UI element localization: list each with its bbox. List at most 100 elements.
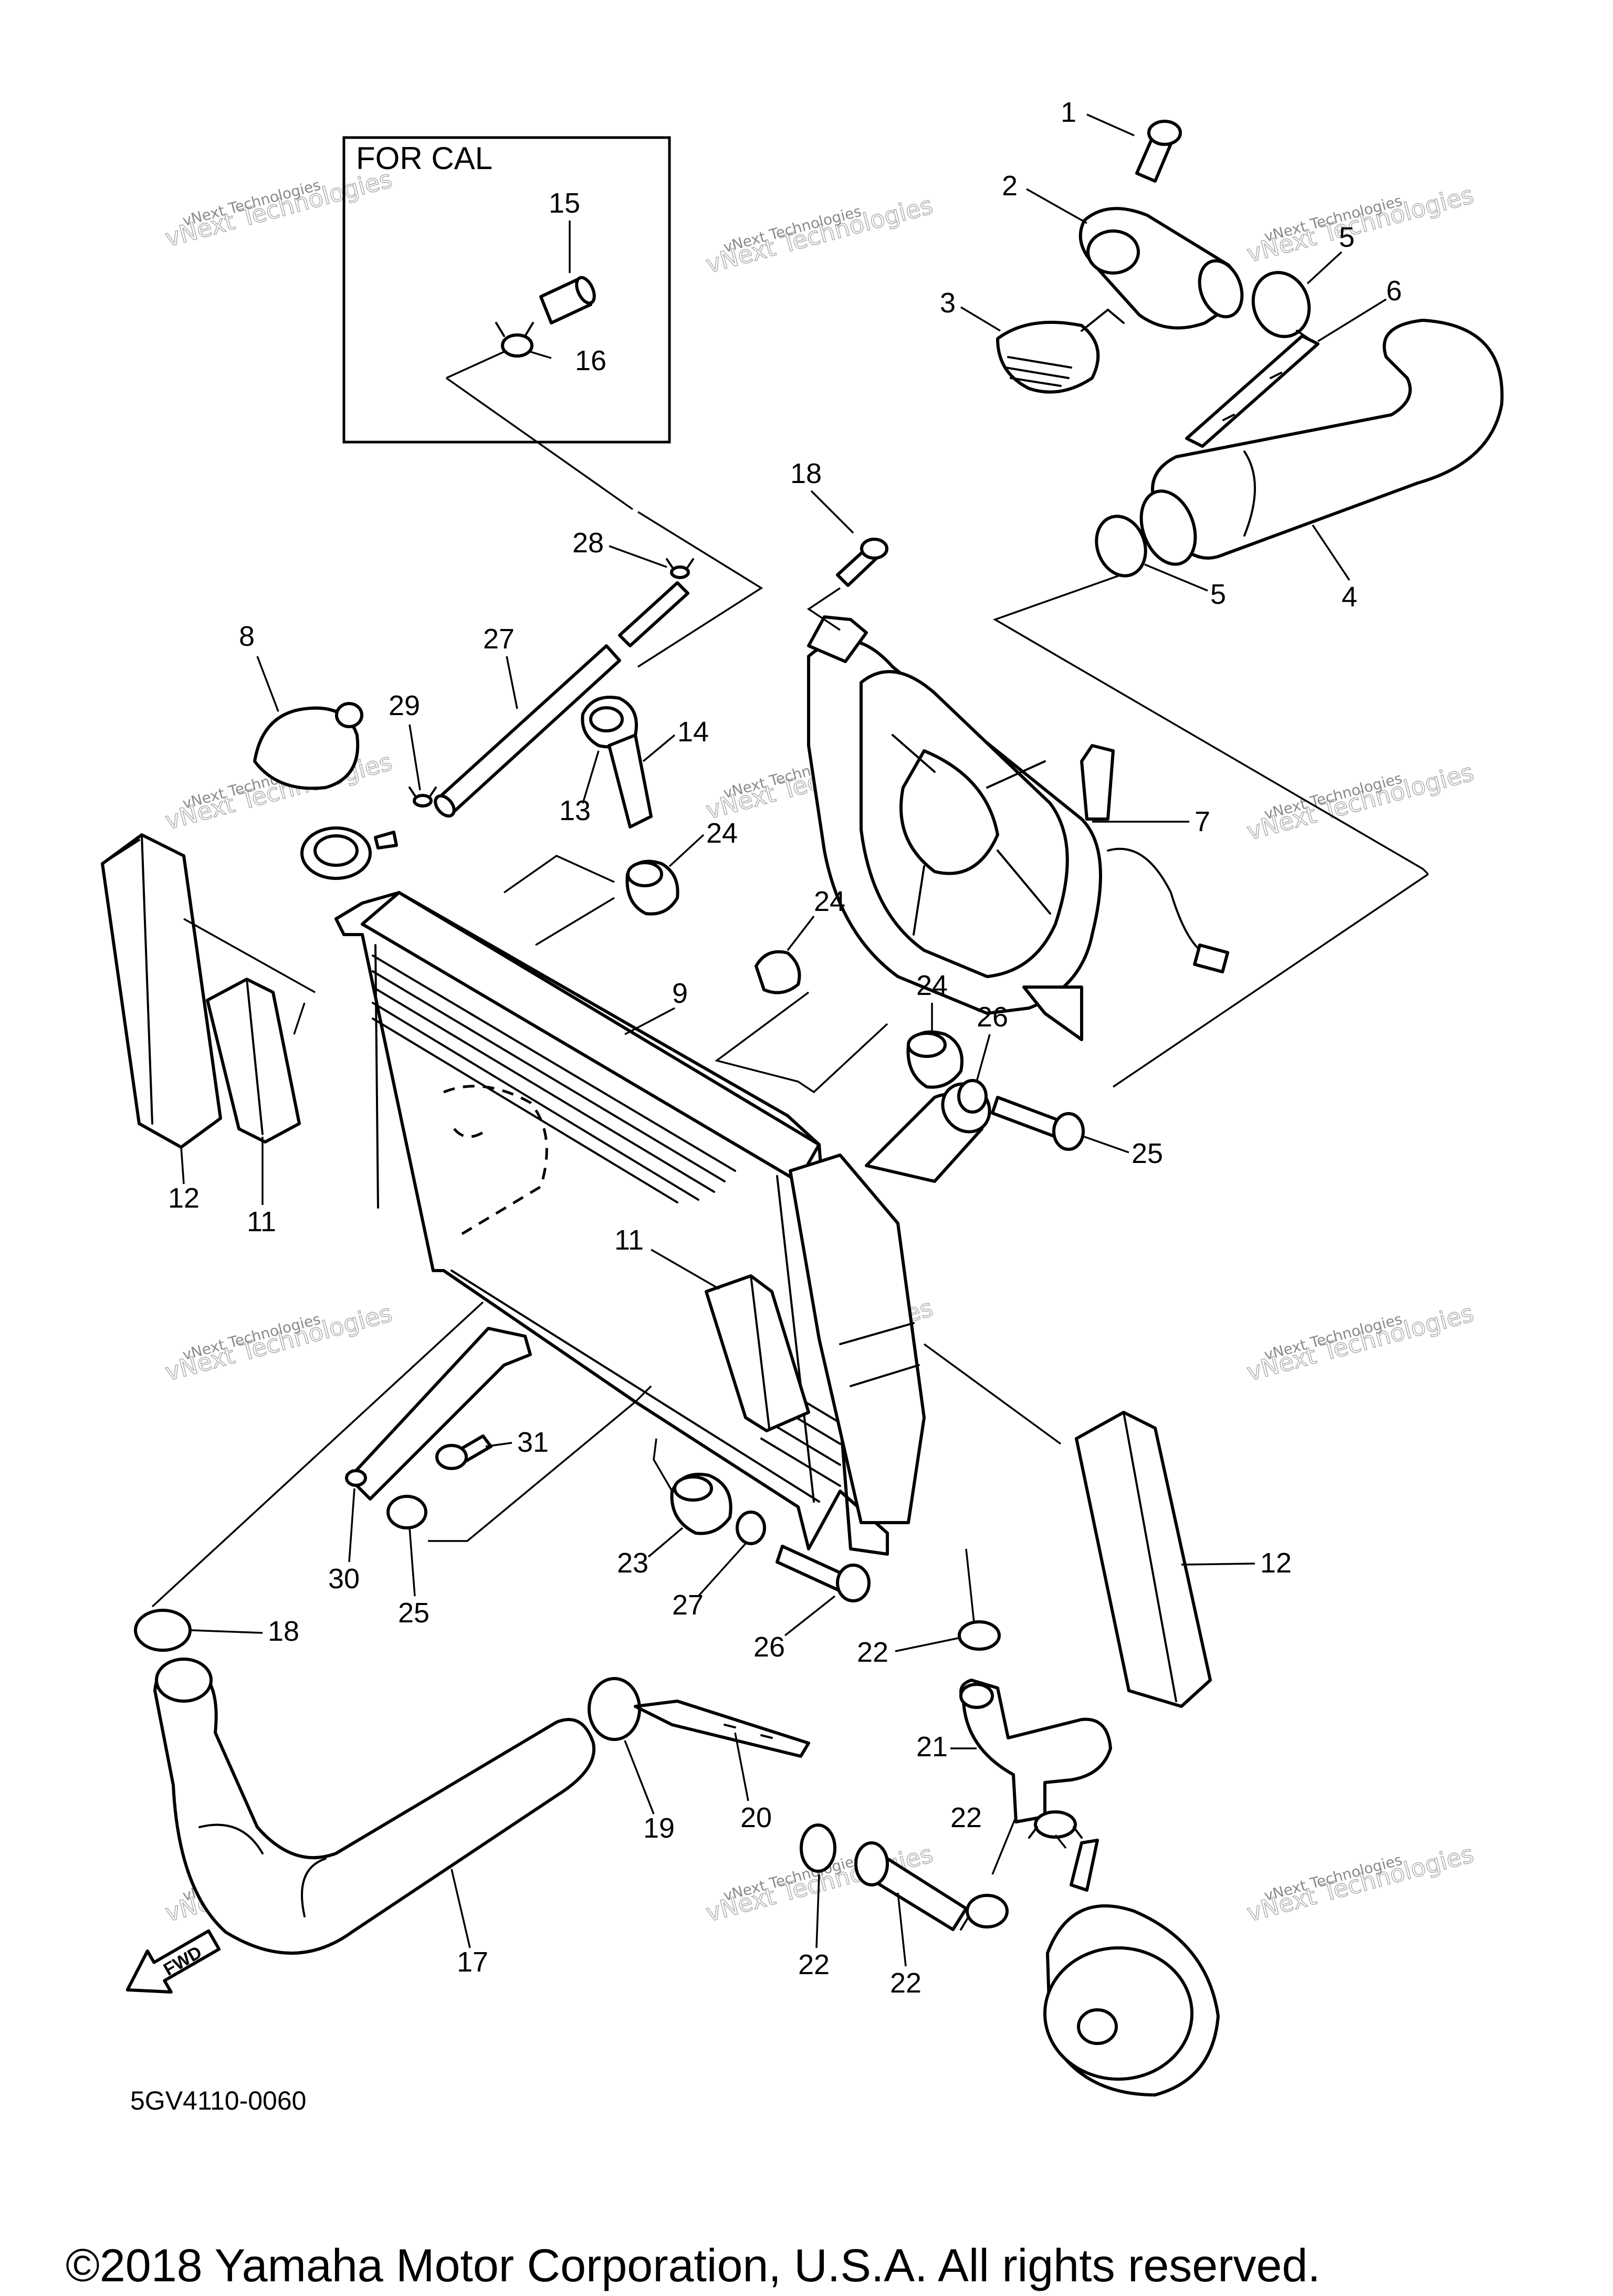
inset-title: FOR CAL (356, 141, 493, 176)
callout-14: 14 (677, 716, 709, 748)
part-23-hose-clip-upper (1028, 1810, 1083, 1839)
part-22-hose-clamp-lower (800, 1823, 836, 1873)
part-17-lower-hose (153, 1658, 596, 1955)
radiator-side-tank (789, 1154, 926, 1524)
part-20-hose (854, 1841, 968, 1931)
callout-19: 20 (740, 1802, 772, 1833)
part-5-hose-clamp (1095, 515, 1147, 578)
callout-29: 29 (389, 690, 420, 721)
oil-cooler (1043, 1839, 1220, 2096)
part-25-collar-lower (386, 1495, 427, 1529)
part-2-thermostat-cover (1078, 207, 1244, 330)
watermarks: vNext Technologies vNext Technologies vN… (162, 164, 1477, 1928)
part-29-clip (409, 787, 437, 808)
callout-29-upper: 28 (572, 527, 604, 559)
part-12-foam-left (101, 833, 222, 1149)
part-15-tube (539, 276, 596, 324)
callout-26-lower: 26 (753, 1631, 785, 1663)
callout-20: 22 (890, 1967, 921, 1999)
callout-24-mid: 24 (916, 970, 948, 1001)
part-29-tube-end (618, 581, 689, 647)
callout-12-left: 12 (168, 1182, 200, 1214)
part-24-damper-mid (906, 1030, 963, 1089)
callout-3: 1 (1061, 97, 1076, 128)
callout-24-upper: 24 (706, 817, 738, 849)
callout-27-mid: 26 (977, 1001, 1008, 1033)
part-29-clip-upper (666, 558, 694, 579)
part-27-washer-mid (957, 1079, 988, 1114)
callout-30: 30 (328, 1563, 360, 1595)
part-23-hose-clip-lower (960, 1894, 1009, 1931)
callout-17: 17 (457, 1946, 488, 1978)
part-28-tube (434, 644, 621, 818)
callout-18-left: 18 (268, 1616, 299, 1647)
callout-21: 21 (916, 1731, 948, 1763)
part-14-plate (608, 733, 653, 829)
forward-direction-arrow: FWD (125, 1929, 221, 1994)
watermark: vNext Technologies vNext Technologies (1243, 1298, 1477, 1387)
callout-28: 27 (483, 623, 515, 655)
callout-11-left: 11 (247, 1206, 276, 1238)
california-inset: FOR CAL (342, 136, 671, 444)
callout-9: 8 (239, 621, 255, 652)
part-12-foam-right (1075, 1411, 1212, 1708)
callout-7: 9 (672, 978, 688, 1009)
callout-22-upper: 22 (857, 1637, 888, 1668)
diagram-code: 5GV4110-0060 (130, 2086, 306, 2115)
part-10-bolt (836, 538, 888, 587)
part-16-clip (495, 322, 534, 358)
watermark: vNext Technologies vNext Technologies (1243, 1839, 1477, 1928)
callout-12-right: 12 (1260, 1547, 1292, 1579)
callout-26-mid: 25 (1132, 1138, 1163, 1169)
part-24-damper-lower (670, 1473, 732, 1535)
watermark: vNext Technologies vNext Technologies (703, 191, 936, 279)
part-27-washer-lower (736, 1511, 766, 1545)
callout-10: 18 (790, 458, 822, 489)
callout-16: 16 (575, 345, 606, 376)
callout-4: 4 (1342, 581, 1357, 613)
callout-23: 22 (950, 1802, 982, 1833)
callout-25-lower: 25 (398, 1597, 430, 1629)
part-6-bracket (1185, 334, 1319, 448)
part-8-fan-assembly (807, 615, 1230, 1041)
callout-13: 13 (559, 795, 591, 826)
callout-5: 5 (1210, 579, 1226, 610)
watermark: vNext Technologies vNext Technologies (1243, 180, 1477, 269)
callout-18-mid: 19 (643, 1812, 675, 1844)
callout-11-center: 11 (614, 1224, 644, 1256)
part-11-foam-left (206, 978, 301, 1144)
callout-2: 2 (1002, 170, 1018, 202)
part-5-hose-clamp-top (1251, 271, 1314, 342)
callout-31: 31 (517, 1427, 549, 1458)
part-26-bolt-mid (991, 1096, 1085, 1151)
callout-1: 3 (940, 287, 956, 319)
copyright-notice: ©2018 Yamaha Motor Corporation, U.S.A. A… (66, 2239, 1321, 2291)
callout-27-lower: 27 (672, 1589, 704, 1621)
part-11-foam-center (705, 1274, 810, 1432)
watermark: vNext Technologies vNext Technologies (162, 1298, 395, 1387)
part-19-bracket (634, 1700, 810, 1758)
part-25-collar-upper (755, 950, 801, 994)
callout-15: 15 (549, 187, 580, 219)
callout-6: 6 (1386, 275, 1402, 307)
part-4-upper-hose (1139, 319, 1504, 566)
callout-8: 7 (1195, 806, 1210, 837)
part-30-bracket (345, 1327, 532, 1501)
part-22-hose-clamp-upper (958, 1620, 1001, 1651)
callout-22-lower: 22 (798, 1949, 830, 1980)
part-26-bolt-lower (776, 1545, 871, 1602)
part-18-hose-clamp-left (134, 1609, 192, 1652)
callout-24-lower: 23 (617, 1547, 648, 1579)
part-9-radiator-cap (253, 702, 363, 790)
radiator-filler-neck (300, 826, 398, 880)
part-3-bolt (1135, 120, 1182, 183)
part-24-damper-upper (625, 859, 679, 916)
part-21-elbow-hose (959, 1679, 1112, 1823)
part-31-bolt (435, 1434, 493, 1470)
callout-25-upper: 24 (814, 886, 845, 917)
callout-labels: 1 2 3 5 6 4 5 18 28 27 8 29 14 13 24 7 2… (168, 97, 1402, 1999)
part-1-thermostat (996, 308, 1125, 394)
callout-5-top: 5 (1339, 222, 1355, 253)
part-18-hose-clamp-mid (588, 1677, 641, 1741)
